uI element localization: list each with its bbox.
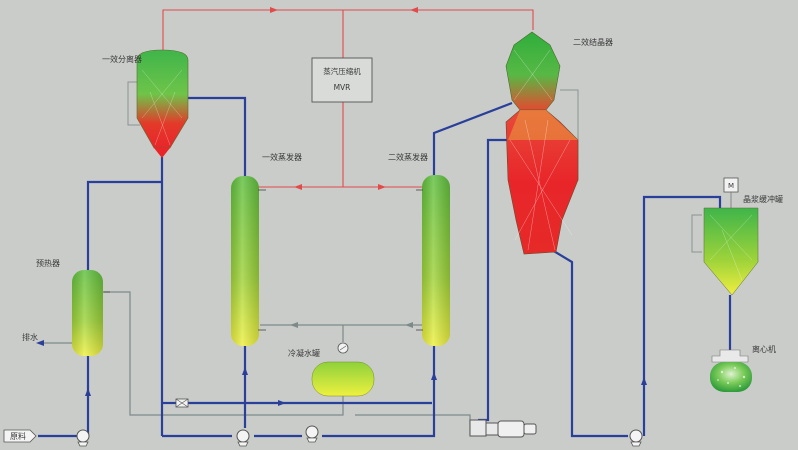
condensate-pump-icon	[305, 425, 319, 443]
evap1-pump-icon	[236, 429, 250, 447]
aux-lines	[36, 81, 702, 435]
slurry-tank-label: 晶浆缓冲罐	[743, 194, 783, 204]
separator-1	[136, 49, 189, 158]
compressor-box: 蒸汽压缩机 MVR	[311, 57, 373, 103]
motor-label: M	[728, 182, 734, 190]
circulation-pump-icon	[469, 419, 537, 438]
compressor-label: 蒸汽压缩机	[323, 66, 361, 76]
feed-pump-icon	[76, 429, 90, 447]
feed-label: 原料	[10, 431, 26, 441]
evaporator-1	[231, 176, 266, 346]
preheater	[72, 270, 110, 356]
steam-lines	[162, 7, 534, 190]
centrifuge	[710, 349, 752, 392]
separator-1-label: 一效分离器	[102, 54, 142, 64]
crystallizer-2-label: 二效结晶器	[573, 37, 613, 47]
centrifuge-label: 离心机	[752, 344, 776, 354]
evaporator-1-label: 一效蒸发器	[262, 152, 302, 162]
slurry-buffer-tank: M	[703, 177, 759, 296]
pumps	[76, 398, 643, 447]
evaporator-2	[416, 175, 450, 346]
condensate-tank-label: 冷凝水罐	[288, 348, 320, 358]
slurry-pump-icon	[629, 429, 643, 447]
compressor-mvr-label: MVR	[334, 83, 351, 92]
evaporator-2-label: 二效蒸发器	[388, 152, 428, 162]
valve-icon	[175, 398, 189, 408]
process-lines	[38, 96, 732, 438]
preheater-label: 预热器	[36, 258, 60, 268]
feed-inlet	[3, 429, 37, 443]
drain-label: 排水	[22, 332, 38, 342]
condensate-tank	[311, 342, 375, 397]
crystallizer-2	[505, 31, 579, 255]
